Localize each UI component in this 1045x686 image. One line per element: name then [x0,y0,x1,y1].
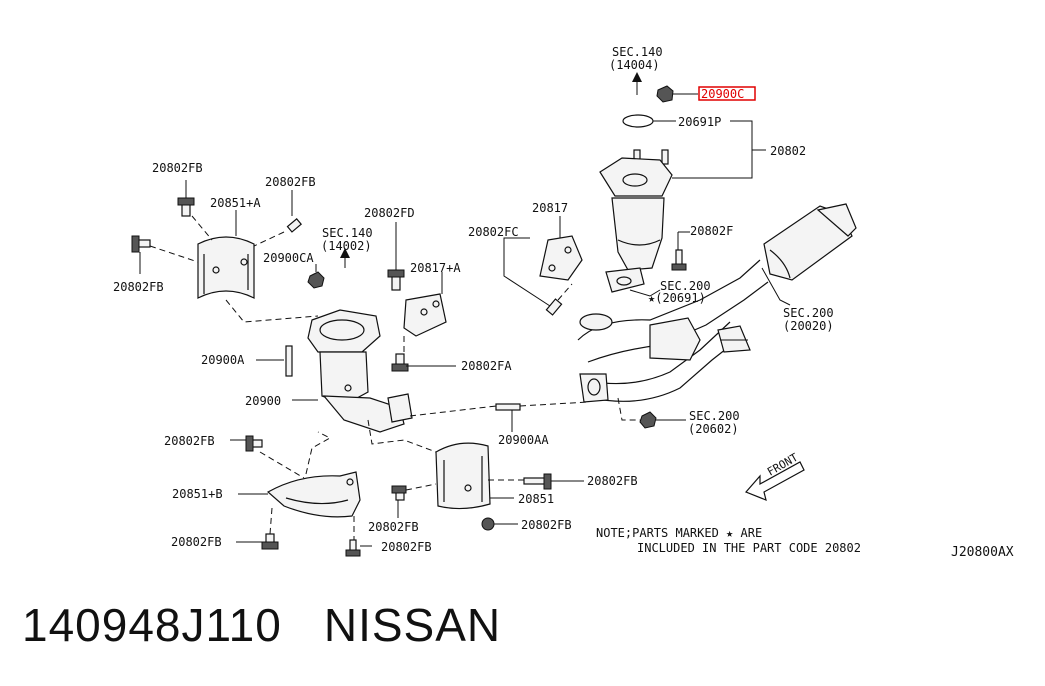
label-sec200-b: SEC.200 [783,306,834,320]
brand-name: NISSAN [323,599,502,651]
label-20802fc[interactable]: 20802FC [468,225,519,239]
label-20802fb-6[interactable]: 20802FB [368,520,419,534]
label-20802fd[interactable]: 20802FD [364,206,415,220]
label-20802fb-7[interactable]: 20802FB [381,540,432,554]
label-20802fb-4[interactable]: 20802FB [164,434,215,448]
label-sec200-a-sub: ★(20691) [648,291,706,305]
diagram-ref-code: J20800AX [951,545,1014,560]
front-direction-indicator: FRONT [744,451,805,501]
label-sec140-mid-sub: (14002) [321,239,372,253]
converter-20900 [256,222,589,433]
label-20900a[interactable]: 20900A [201,353,245,367]
label-sec140-mid: SEC.140 [322,226,373,240]
label-20900c[interactable]: 20900C [701,87,744,101]
label-20802fb-3[interactable]: 20802FB [113,280,164,294]
label-20851b[interactable]: 20851+B [172,487,223,501]
label-sec140-top: SEC.140 [612,45,663,59]
label-20802fa[interactable]: 20802FA [461,359,512,373]
label-sec200-a: SEC.200 [660,279,711,293]
label-sec200-b-sub: (20020) [783,319,834,333]
footer-caption: 140948J110 NISSAN [22,598,501,652]
label-20691p[interactable]: 20691P [678,115,721,129]
label-20802fb-8[interactable]: 20802FB [587,474,638,488]
label-20900[interactable]: 20900 [245,394,281,408]
label-20817[interactable]: 20817 [532,201,568,215]
label-sec140-top-sub: (14004) [609,58,660,72]
label-20802fb-1[interactable]: 20802FB [152,161,203,175]
label-20802f[interactable]: 20802F [690,224,733,238]
note-line-1: NOTE;PARTS MARKED ★ ARE [596,526,762,540]
label-sec200-c-sub: (20602) [688,422,739,436]
label-20900ca[interactable]: 20900CA [263,251,314,265]
label-20802fb-5[interactable]: 20802FB [171,535,222,549]
label-20817a[interactable]: 20817+A [410,261,461,275]
manifold-converter-assembly [599,72,766,293]
bracket-20817 [503,216,690,316]
heat-shield-20851b [230,431,372,557]
label-20802[interactable]: 20802 [770,144,806,158]
label-20900aa[interactable]: 20900AA [498,433,549,447]
heat-shield-20851 [367,419,584,531]
label-20802fb-9[interactable]: 20802FB [521,518,572,532]
part-number: 140948J110 [22,599,282,651]
label-20851a[interactable]: 20851+A [210,196,261,210]
label-sec200-c: SEC.200 [689,409,740,423]
heat-shield-20851a [131,180,319,323]
label-20851[interactable]: 20851 [518,492,554,506]
front-pipe-assembly [577,203,857,429]
highlight-box [698,86,756,101]
note-line-2: INCLUDED IN THE PART CODE 20802 [637,541,861,555]
label-20802fb-2[interactable]: 20802FB [265,175,316,189]
